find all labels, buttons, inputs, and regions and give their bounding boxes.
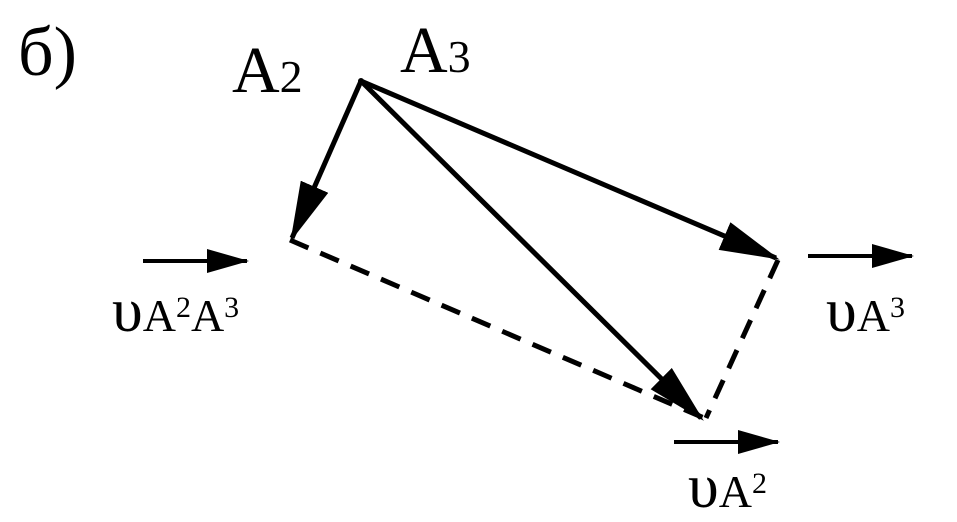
dashed-side-bottom <box>289 237 705 421</box>
a3-velocity-vector <box>360 78 780 261</box>
relative-velocity-vector <box>289 79 364 242</box>
a2-velocity-label: υA2 <box>688 453 767 521</box>
a2-velocity-vector <box>359 79 704 421</box>
point-label-a2: A2 <box>232 34 303 107</box>
point-label-a3: A3 <box>400 14 471 87</box>
relative-velocity-label: υA2A3 <box>112 277 240 345</box>
panel-label: б) <box>18 14 77 91</box>
dashed-side-right <box>703 258 781 420</box>
a3-velocity-label: υA3 <box>826 277 905 345</box>
